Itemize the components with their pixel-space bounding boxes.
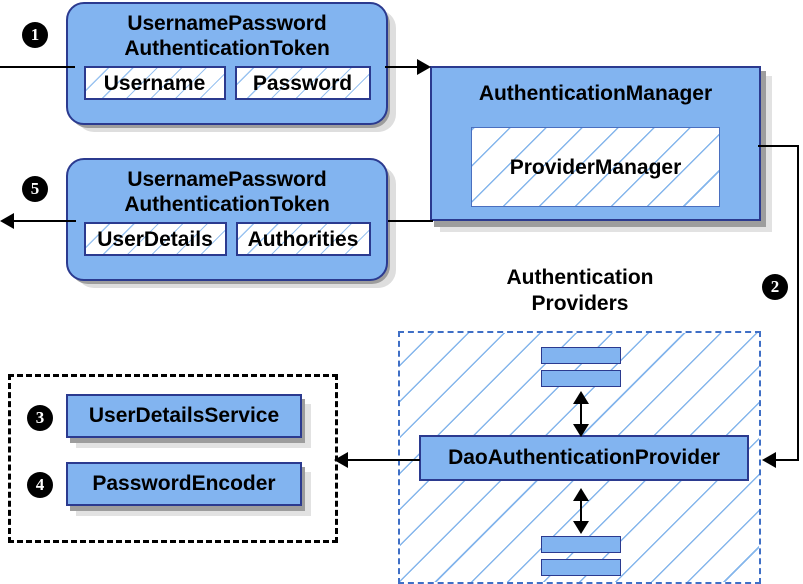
request-token-field-password: Password xyxy=(234,66,371,100)
response-token-fields: UserDetails Authorities xyxy=(68,217,386,256)
other-provider-bar-3 xyxy=(541,536,621,553)
step-bullet-1: 1 xyxy=(22,22,48,48)
dao-authentication-provider-card: DaoAuthenticationProvider xyxy=(419,435,749,481)
authentication-providers-caption-line2: Providers xyxy=(531,292,629,315)
other-provider-bar-1 xyxy=(541,347,621,364)
provider-manager-label: ProviderManager xyxy=(509,155,682,179)
authentication-manager-card: AuthenticationManager ProviderManager xyxy=(430,66,761,221)
connector-dao-to-dependencies xyxy=(348,459,420,461)
connector-manager-to-providers-vertical xyxy=(797,145,799,460)
arrowhead-lower-providers-down xyxy=(573,521,589,534)
passwordencoder-card: PasswordEncoder xyxy=(66,462,302,506)
step-bullet-3: 3 xyxy=(27,405,53,431)
arrowhead-providers-in xyxy=(762,452,776,468)
connector-manager-to-providers-bottom xyxy=(776,459,799,461)
request-token-title-line1: UsernamePassword xyxy=(127,12,327,35)
response-token-field-authorities: Authorities xyxy=(235,222,371,256)
provider-manager-box: ProviderManager xyxy=(471,127,720,207)
authentication-providers-caption-line1: Authentication xyxy=(506,266,654,289)
step-bullet-2: 2 xyxy=(762,274,788,300)
request-token-fields: Username Password xyxy=(68,61,386,100)
response-token-field-userdetails: UserDetails xyxy=(83,222,227,256)
arrowhead-response-out xyxy=(0,213,14,229)
authentication-providers-caption: Authentication Providers xyxy=(470,265,690,317)
response-token-title-line2: AuthenticationToken xyxy=(124,193,330,216)
other-provider-bar-4 xyxy=(541,559,621,576)
request-token-title: UsernamePassword AuthenticationToken xyxy=(68,4,386,61)
step-bullet-4: 4 xyxy=(27,472,53,498)
connector-dao-to-upper-providers xyxy=(580,396,582,432)
response-token-title: UsernamePassword AuthenticationToken xyxy=(68,160,386,217)
connector-manager-to-providers-top xyxy=(758,145,799,147)
connector-request-in xyxy=(0,66,75,68)
request-token-field-username: Username xyxy=(83,66,226,100)
connector-response-out xyxy=(14,220,76,222)
other-provider-bar-2 xyxy=(541,370,621,387)
arrowhead-lower-providers-up xyxy=(573,488,589,501)
userdetailsservice-card: UserDetailsService xyxy=(66,394,302,438)
response-token-title-line1: UsernamePassword xyxy=(127,168,327,191)
request-token-title-line2: AuthenticationToken xyxy=(124,37,330,60)
arrowhead-upper-providers-down xyxy=(573,424,589,437)
arrowhead-request-to-manager xyxy=(417,59,431,75)
step-bullet-5: 5 xyxy=(22,176,48,202)
connector-request-to-manager xyxy=(385,66,423,68)
authentication-manager-title: AuthenticationManager xyxy=(478,82,713,105)
connector-dao-to-lower-providers xyxy=(580,493,582,529)
request-token-card: UsernamePassword AuthenticationToken Use… xyxy=(66,2,388,125)
arrowhead-upper-providers-up xyxy=(573,391,589,404)
connector-response-from-manager xyxy=(388,220,433,222)
arrowhead-dependencies-in xyxy=(334,452,348,468)
response-token-card: UsernamePassword AuthenticationToken Use… xyxy=(66,158,388,281)
